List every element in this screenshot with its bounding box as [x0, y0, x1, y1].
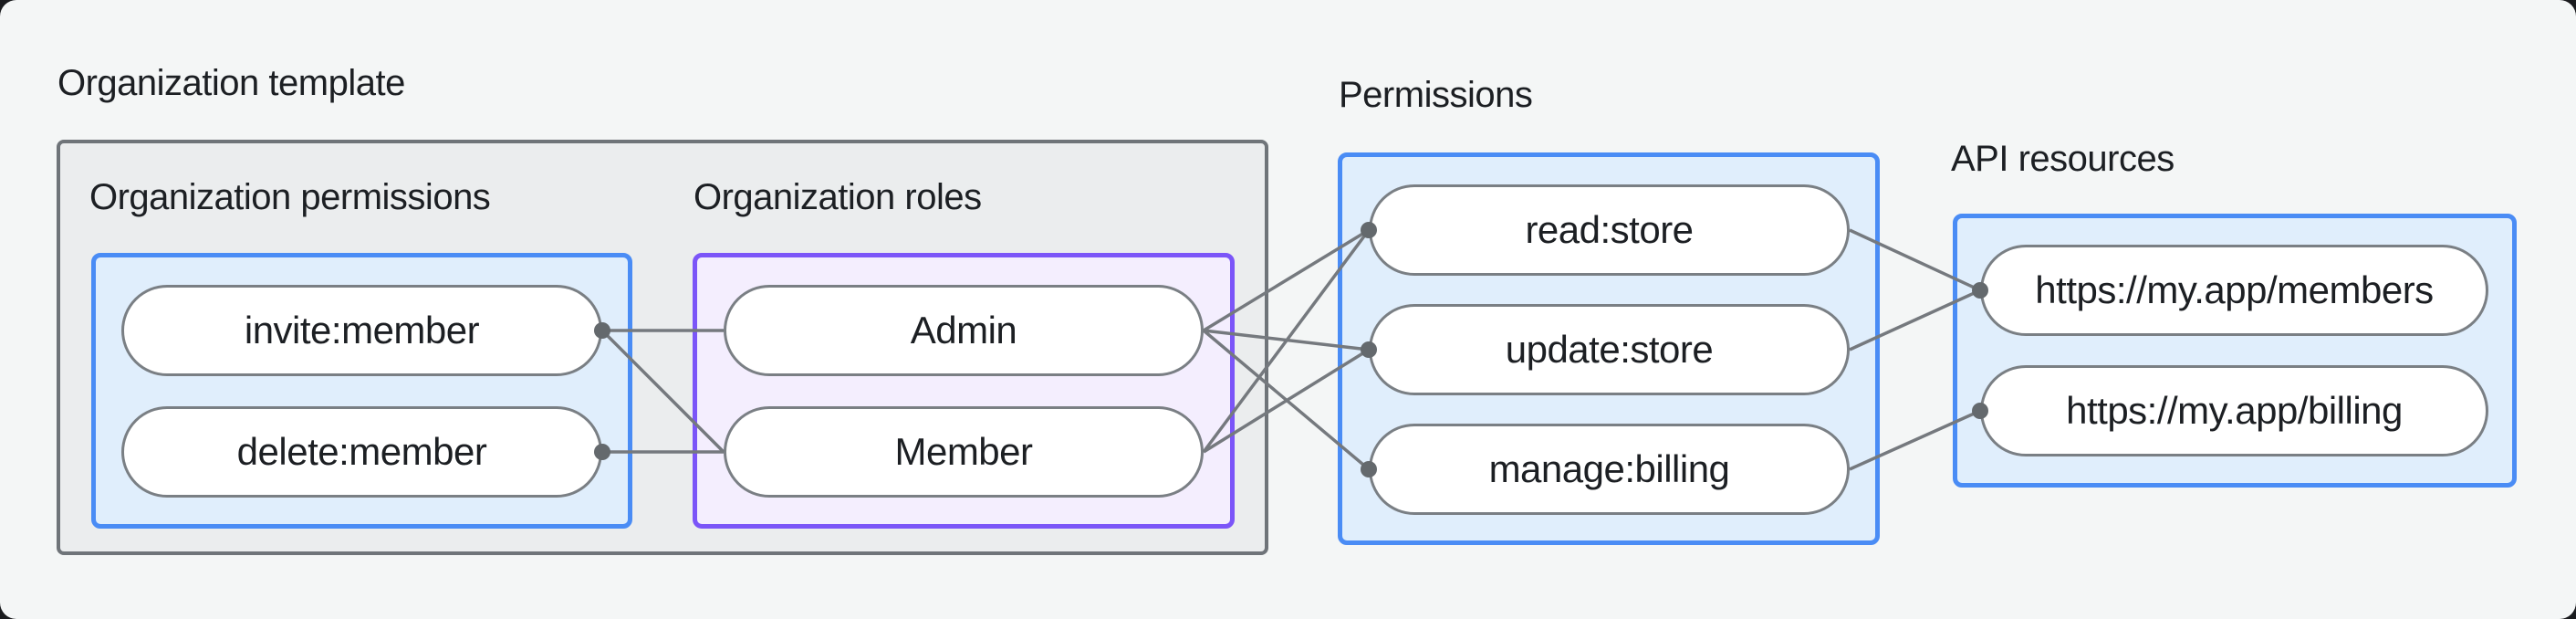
organization-permissions-heading: Organization permissions	[89, 177, 491, 217]
node-billing-resource: https://my.app/billing	[1980, 365, 2488, 456]
node-members-resource: https://my.app/members	[1980, 245, 2488, 336]
node-update-store: update:store	[1369, 304, 1850, 395]
permissions-heading: Permissions	[1339, 75, 1533, 115]
node-read-store: read:store	[1369, 184, 1850, 276]
node-invite-member: invite:member	[121, 285, 602, 376]
node-manage-billing: manage:billing	[1369, 424, 1850, 515]
node-member: Member	[724, 406, 1204, 498]
node-delete-member: delete:member	[121, 406, 602, 498]
node-admin: Admin	[724, 285, 1204, 376]
organization-roles-heading: Organization roles	[694, 177, 982, 217]
api-resources-heading: API resources	[1951, 139, 2174, 179]
organization-template-heading: Organization template	[57, 63, 405, 103]
